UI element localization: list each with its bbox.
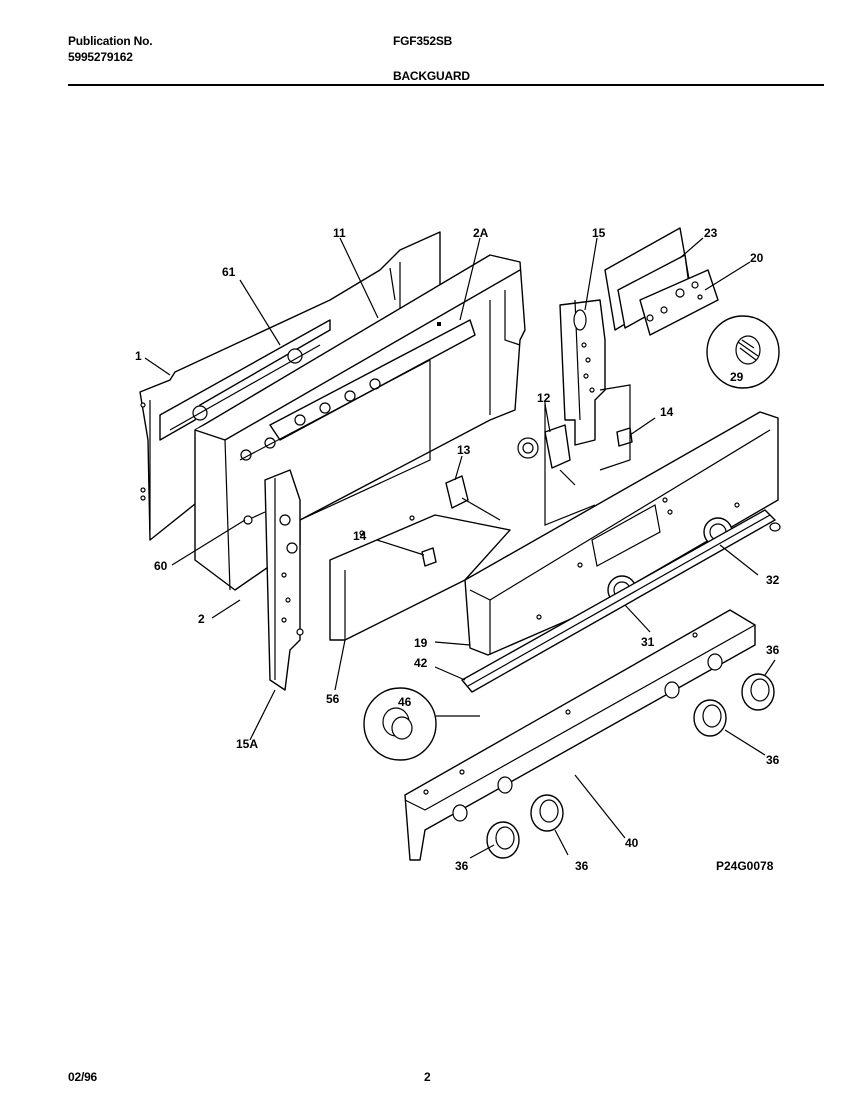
callout-14-right: 14 [660, 405, 674, 419]
switch-left [421, 547, 437, 567]
callout-42: 42 [414, 656, 428, 670]
burner-knob-3 [530, 794, 564, 832]
clock-timer [604, 227, 719, 336]
callout-2a: 2A [473, 226, 489, 240]
spark-module [517, 400, 596, 526]
callout-36-top: 36 [766, 643, 780, 657]
callout-19: 19 [414, 636, 428, 650]
callout-60: 60 [154, 559, 168, 573]
burner-knob-4 [486, 821, 520, 859]
callout-labels: 1 11 2A 15 23 20 61 29 12 14 13 14 60 2 … [135, 226, 780, 873]
callout-12: 12 [537, 391, 551, 405]
right-side-bracket [559, 299, 606, 446]
section-title: BACKGUARD [393, 69, 470, 83]
callout-11: 11 [333, 226, 346, 240]
callout-46: 46 [398, 695, 412, 709]
leader-lines [144, 237, 776, 859]
drawing-code: P24G0078 [716, 859, 774, 873]
callout-61: 61 [222, 265, 236, 279]
control-bracket [599, 384, 631, 471]
callout-56: 56 [326, 692, 340, 706]
callout-15: 15 [592, 226, 606, 240]
callout-13: 13 [457, 443, 471, 457]
knob-inset [363, 687, 437, 761]
callout-31: 31 [641, 635, 655, 649]
callout-2: 2 [198, 612, 205, 626]
lower-shield [329, 514, 511, 641]
callout-36-center: 36 [575, 859, 589, 873]
switch-right [616, 427, 633, 447]
terminal-block [445, 475, 501, 521]
trim-strip [461, 509, 781, 693]
callout-23: 23 [704, 226, 718, 240]
header-rule [68, 84, 824, 86]
callout-15a: 15A [236, 737, 258, 751]
callout-36-left: 36 [455, 859, 469, 873]
footer-date: 02/96 [68, 1070, 98, 1084]
clock-knob-inset [706, 315, 780, 389]
manifold-panel [404, 609, 756, 861]
callout-20: 20 [750, 251, 764, 265]
callout-29: 29 [730, 370, 744, 384]
left-side-bracket [264, 469, 304, 691]
callout-32: 32 [766, 573, 780, 587]
burner-knob-2 [693, 699, 727, 737]
callout-1: 1 [135, 349, 142, 363]
model-number: FGF352SB [393, 34, 453, 48]
page-number: 2 [424, 1070, 431, 1084]
publication-number: 5995279162 [68, 50, 133, 64]
callout-36-right: 36 [766, 753, 780, 767]
screw [243, 511, 266, 525]
callout-40: 40 [625, 836, 639, 850]
insulation-shield [159, 262, 401, 441]
callout-14-left: 14 [353, 529, 367, 543]
back-panel [139, 231, 441, 541]
publication-label: Publication No. [68, 34, 153, 48]
burner-knob-1 [741, 673, 775, 711]
